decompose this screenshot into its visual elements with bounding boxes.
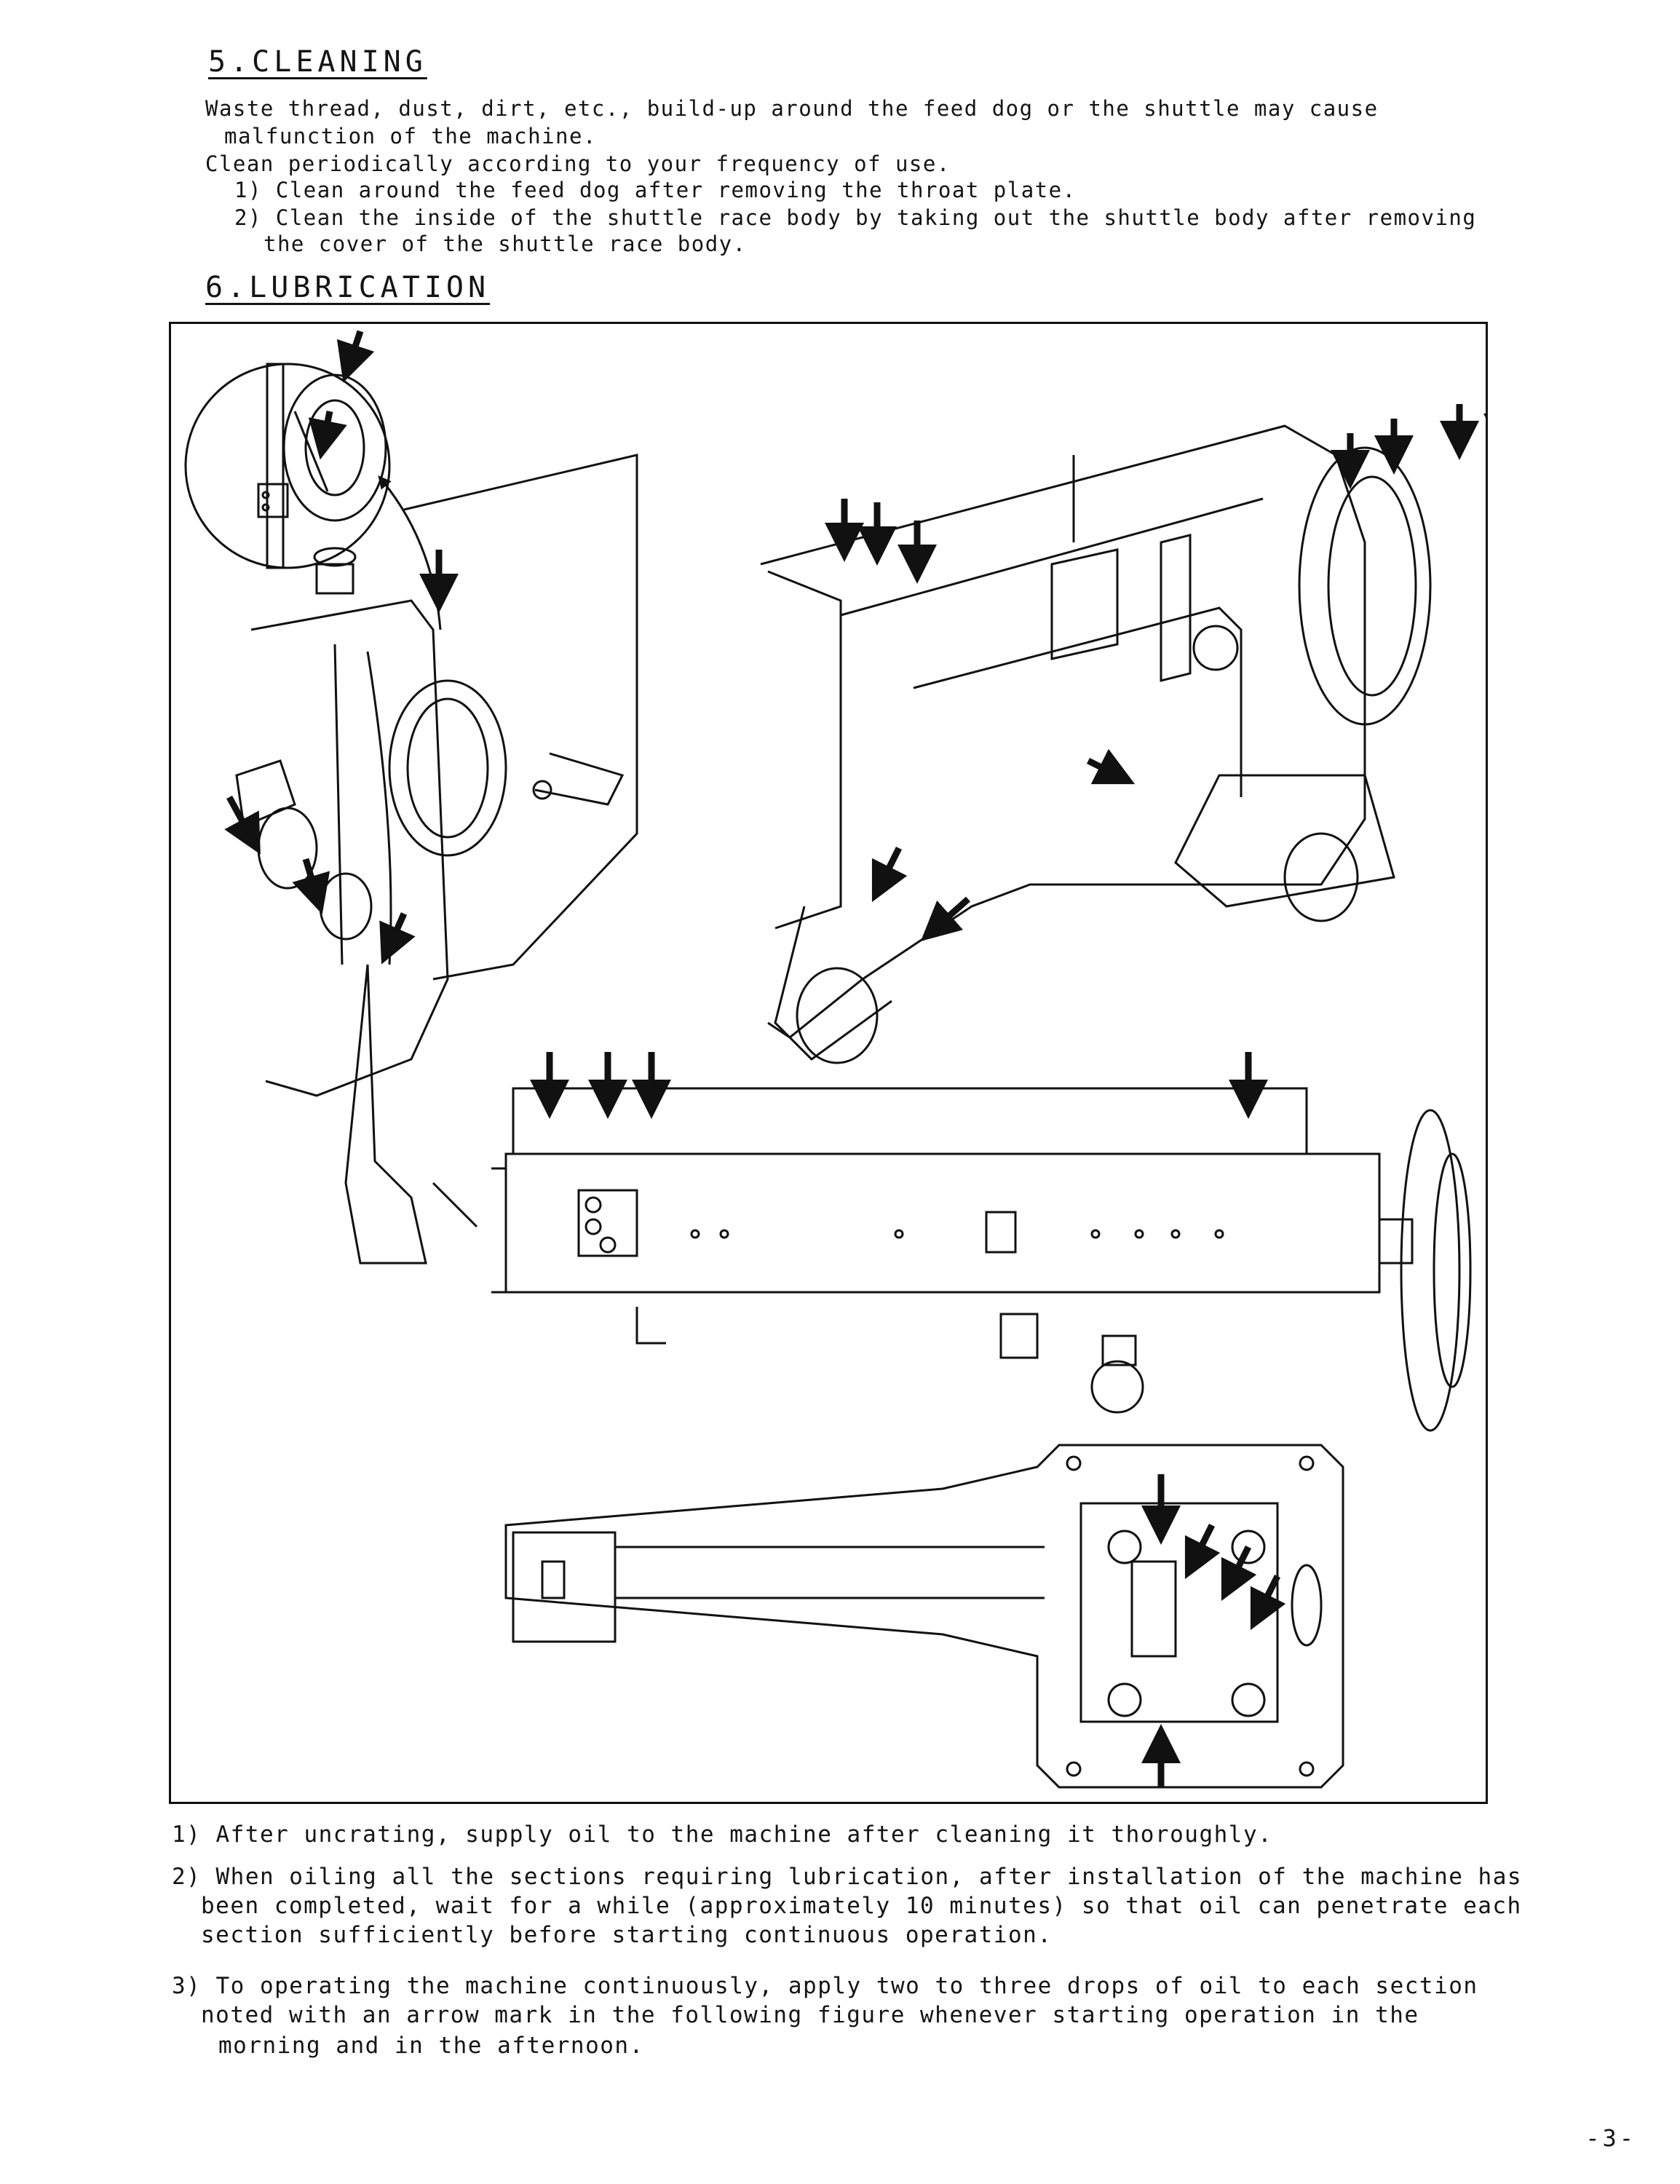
lubrication-heading: 6.LUBRICATION: [205, 271, 491, 304]
needle-bar-mechanism: [235, 454, 638, 1265]
arm-top-view: [491, 1087, 1472, 1432]
cleaning-step-2: 2) Clean the inside of the shuttle race …: [234, 205, 1477, 230]
machine-illustration: [184, 330, 1486, 1789]
lubrication-note-2: 2) When oiling all the sections requirin…: [172, 1864, 1523, 1890]
lubrication-note-line: noted with an arrow mark in the followin…: [201, 2002, 1419, 2028]
machine-front-view: [760, 424, 1432, 1064]
bed-bottom-view: [504, 1444, 1344, 1789]
cleaning-text-line: Clean periodically according to your fre…: [205, 151, 951, 176]
cleaning-text-line: Waste thread, dust, dirt, etc., build-up…: [205, 96, 1379, 121]
cleaning-step-1: 1) Clean around the feed dog after remov…: [234, 178, 1077, 202]
lubrication-note-1: 1) After uncrating, supply oil to the ma…: [172, 1821, 1273, 1848]
detail-circle: [184, 363, 442, 630]
page-number: -3-: [1585, 2124, 1636, 2152]
cleaning-text-line: the cover of the shuttle race body.: [264, 232, 747, 256]
lubrication-note-line: morning and in the afternoon.: [218, 2033, 644, 2059]
lubrication-figure: [169, 322, 1488, 1804]
lubrication-note-line: section sufficiently before starting con…: [201, 1922, 1053, 1948]
cleaning-text-line: malfunction of the machine.: [224, 124, 597, 149]
oil-point-arrow-icon: [224, 330, 1486, 1787]
lubrication-note-3: 3) To operating the machine continuously…: [172, 1973, 1478, 1999]
cleaning-heading: 5.CLEANING: [208, 45, 427, 79]
lubrication-note-line: been completed, wait for a while (approx…: [201, 1893, 1522, 1919]
